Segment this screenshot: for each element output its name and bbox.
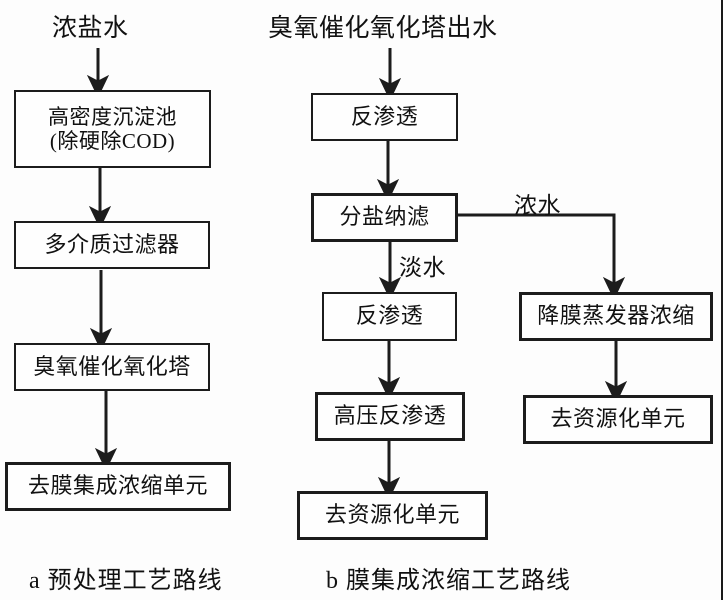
node-b3-reverse-osmosis[interactable]: 反渗透 (322, 292, 457, 341)
node-b6-falling-film-evaporator-concentration[interactable]: 降膜蒸发器浓缩 (519, 292, 713, 341)
flow-label-permeate: 淡水 (399, 255, 446, 280)
edge-b2-to-b6-concentrate (458, 213, 626, 301)
node-a2-multimedia-filter[interactable]: 多介质过滤器 (14, 221, 210, 269)
flow-label-concentrate: 浓水 (514, 193, 561, 218)
source-label-panel-a: 浓盐水 (52, 15, 129, 42)
node-b1-reverse-osmosis[interactable]: 反渗透 (311, 93, 458, 141)
node-b5-to-resource-recovery-unit[interactable]: 去资源化单元 (297, 491, 488, 540)
caption-panel-a: a 预处理工艺路线 (29, 568, 223, 594)
caption-panel-b: b 膜集成浓缩工艺路线 (326, 568, 571, 594)
node-b2-salt-separation-nanofiltration[interactable]: 分盐纳滤 (311, 193, 458, 242)
node-b7-to-resource-recovery-unit[interactable]: 去资源化单元 (523, 395, 713, 444)
node-a3-ozone-catalytic-oxidation-tower[interactable]: 臭氧催化氧化塔 (14, 343, 210, 391)
node-a1-high-density-clarifier[interactable]: 高密度沉淀池 (除硬除COD) (14, 90, 211, 168)
node-a4-to-membrane-concentration-unit[interactable]: 去膜集成浓缩单元 (5, 462, 231, 511)
node-b4-high-pressure-reverse-osmosis[interactable]: 高压反渗透 (315, 392, 465, 441)
source-label-panel-b: 臭氧催化氧化塔出水 (268, 15, 498, 42)
